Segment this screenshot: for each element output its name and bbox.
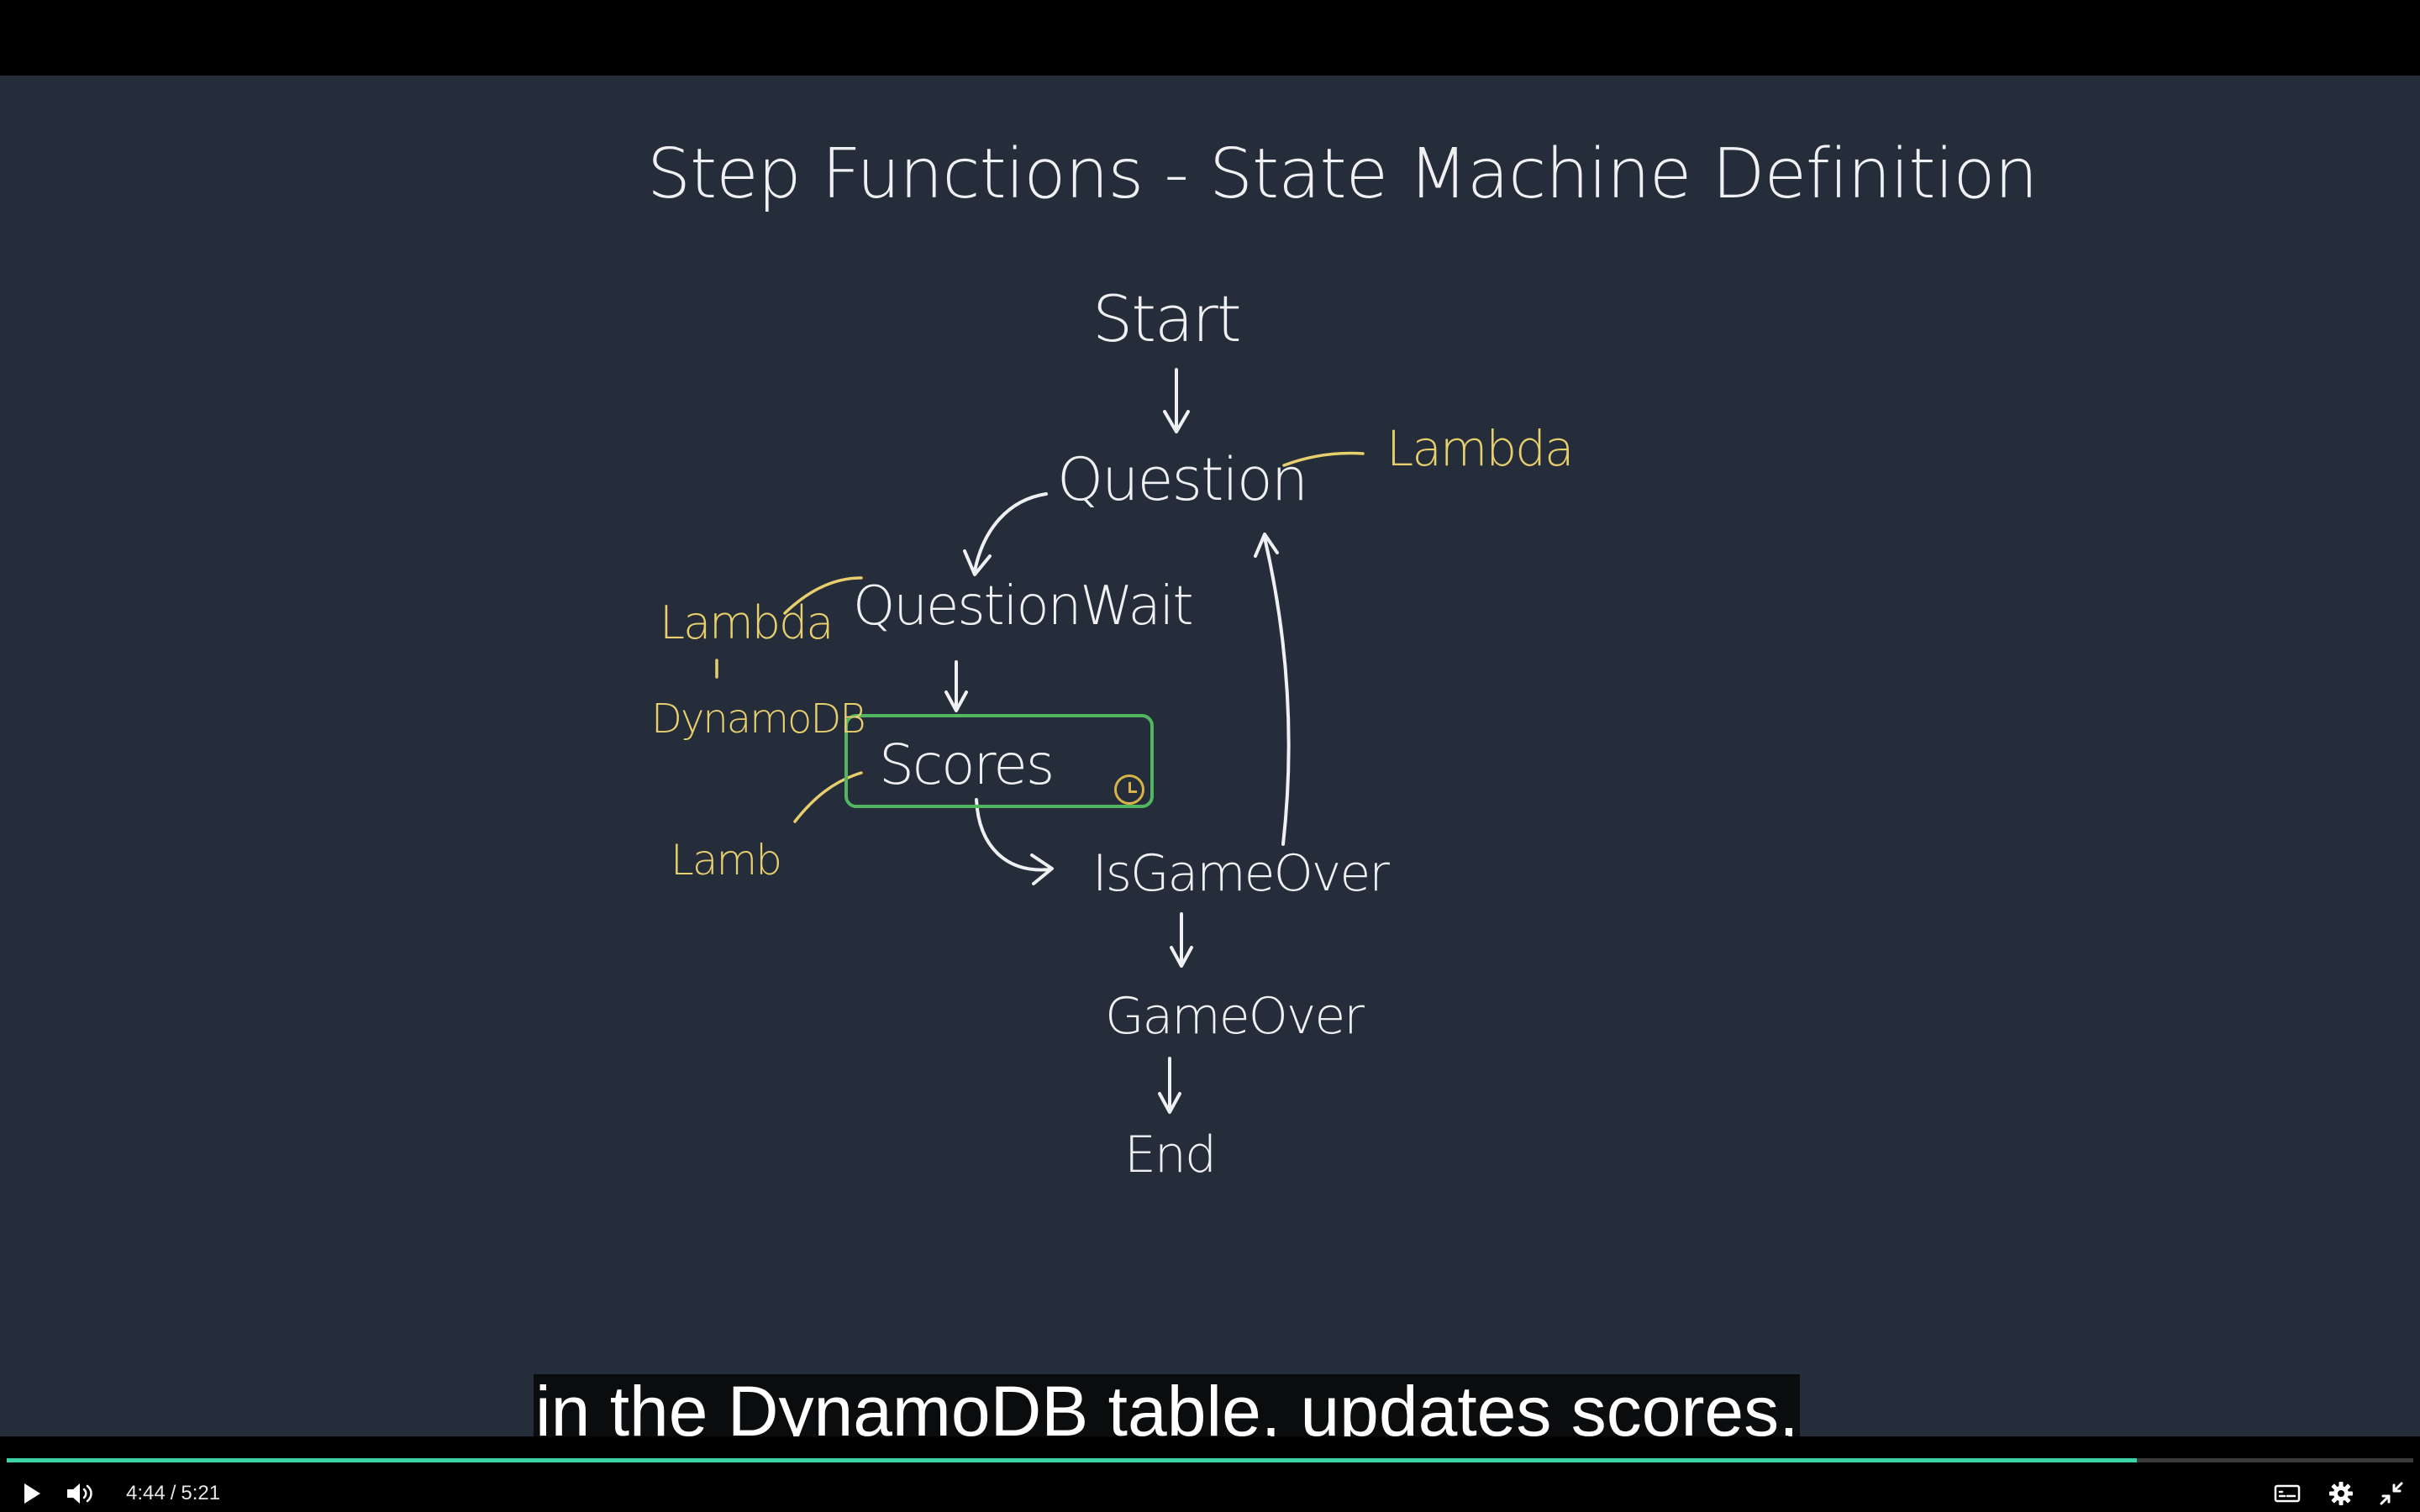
annotation-lambda-questionwait: Lambda (660, 596, 834, 649)
node-game-over: GameOver (1105, 987, 1365, 1046)
arrow-questionwait-to-scores (944, 660, 968, 712)
node-is-game-over: IsGameOver (1092, 844, 1390, 903)
node-scores: Scores (879, 732, 1055, 797)
captions-icon (2274, 1484, 2301, 1503)
node-end: End (1124, 1126, 1217, 1184)
play-button[interactable] (17, 1477, 47, 1510)
arrow-start-to-question (1163, 368, 1190, 433)
current-time: 4:44 (126, 1482, 166, 1504)
arrow-scores-to-isgameover (975, 798, 1054, 885)
scores-highlight-box (844, 714, 1154, 808)
player-controls: 4:44 / 5:21 (0, 1436, 2420, 1512)
time-display: 4:44 / 5:21 (126, 1477, 294, 1510)
gear-icon (2329, 1482, 2353, 1505)
exit-fullscreen-icon (2380, 1482, 2403, 1505)
captions-button[interactable] (2272, 1477, 2302, 1510)
subtitle-caption: in the DynamoDB table, updates scores, (534, 1372, 1801, 1451)
arrow-isgameover-to-question (1254, 533, 1291, 846)
settings-button[interactable] (2324, 1477, 2358, 1510)
play-icon (24, 1483, 40, 1504)
annotation-lambda-question: Lambda (1386, 420, 1575, 477)
slide-title: Step Functions - State Machine Definitio… (647, 134, 2038, 214)
duration: 5:21 (181, 1482, 221, 1504)
connector-lambda-right (1282, 451, 1365, 467)
progress-bar[interactable] (7, 1458, 2413, 1462)
video-frame[interactable]: Step Functions - State Machine Definitio… (0, 76, 2420, 1436)
connector-lamb (793, 771, 863, 823)
time-separator: / (170, 1482, 176, 1504)
connector-lambda-left (783, 576, 863, 615)
annotation-dynamodb: DynamoDB (651, 696, 866, 743)
arrow-question-to-questionwait (963, 492, 1048, 576)
node-start: Start (1092, 281, 1242, 356)
node-question-wait: QuestionWait (853, 575, 1194, 638)
volume-icon (67, 1483, 92, 1504)
annotation-lamb-scores: Lamb (671, 836, 782, 885)
diagram-arrows (715, 368, 1365, 1114)
node-question: Question (1057, 445, 1308, 514)
progress-bar-fill (7, 1458, 2137, 1462)
fullscreen-button[interactable] (2375, 1477, 2408, 1510)
clock-icon (1114, 774, 1144, 805)
arrow-gameover-to-end (1158, 1057, 1181, 1114)
arrow-isgameover-to-gameover (1170, 912, 1193, 968)
top-letterbox (0, 0, 2420, 76)
volume-button[interactable] (62, 1477, 99, 1510)
